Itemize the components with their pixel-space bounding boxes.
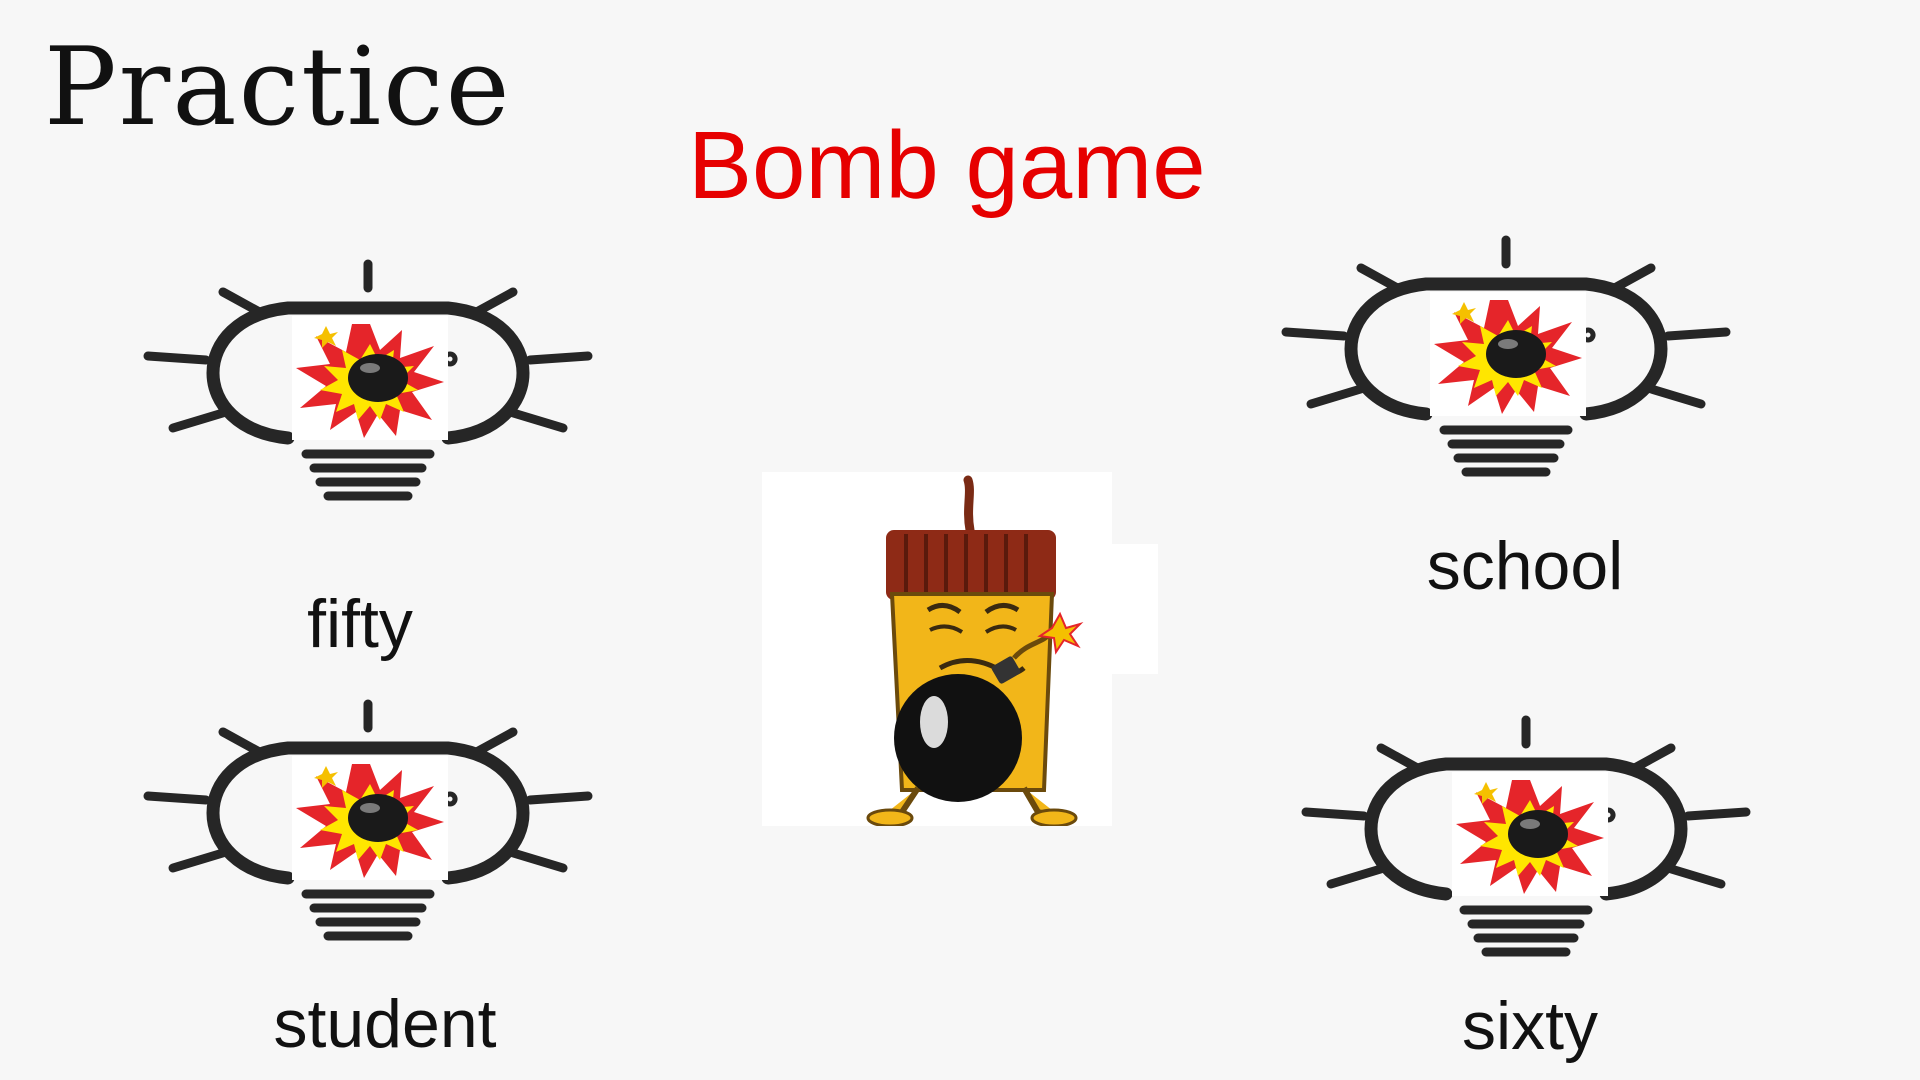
practice-heading: Practice: [44, 25, 512, 150]
word-label-sixty[interactable]: sixty: [1462, 988, 1598, 1064]
word-label-fifty[interactable]: fifty: [307, 586, 413, 662]
firecracker-character-icon: [762, 472, 1158, 826]
bomb-explosion-icon: [292, 756, 448, 880]
bomb-game-title: Bomb game: [688, 112, 1206, 219]
lightbulb-icon[interactable]: [1276, 234, 1736, 484]
word-label-student[interactable]: student: [273, 986, 497, 1062]
bomb-explosion-icon: [292, 316, 448, 440]
bomb-explosion-icon: [1430, 292, 1586, 416]
lightbulb-icon[interactable]: [1296, 714, 1756, 964]
lightbulb-icon[interactable]: [138, 698, 598, 948]
word-label-school[interactable]: school: [1426, 528, 1624, 604]
bomb-explosion-icon: [1452, 772, 1608, 896]
